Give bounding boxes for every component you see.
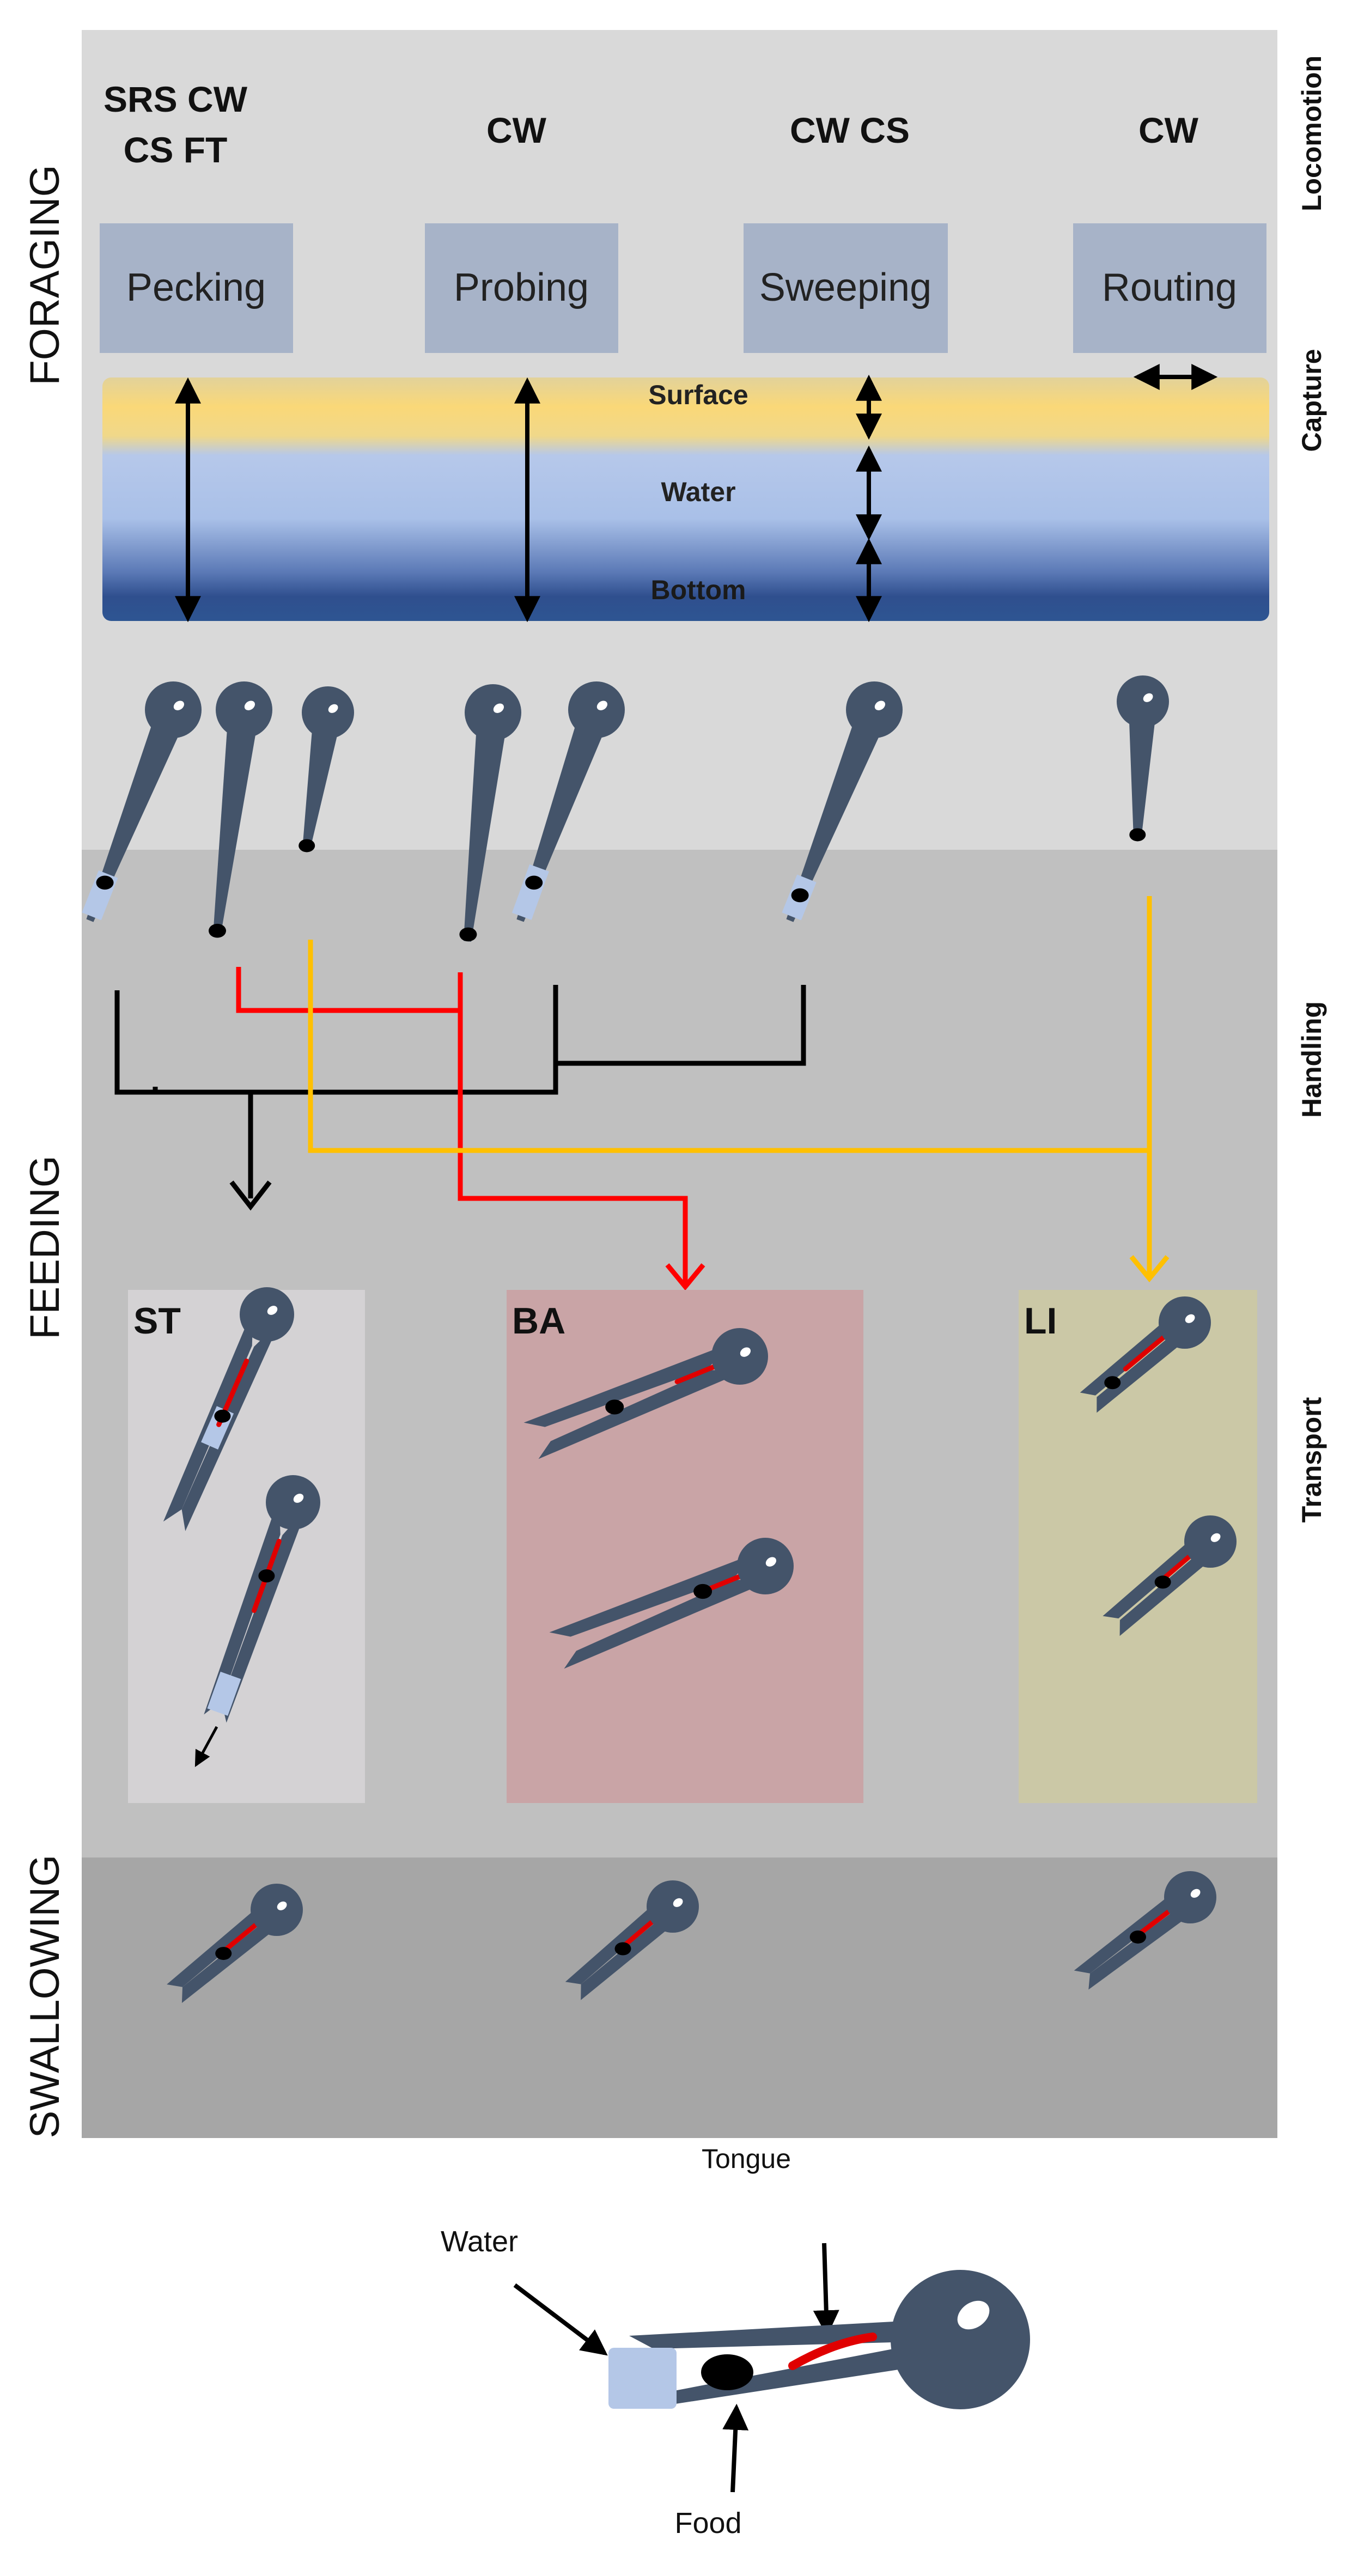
handling-arrowhead-red [665,1263,705,1291]
bird-head-ba-2 [549,1538,794,1669]
bird-head-ba-1 [523,1328,768,1459]
bird-head-swallow-2 [565,1880,699,2000]
st-water-drop-arrow [194,1726,218,1767]
bird-head-st-1 [163,1287,294,1531]
bird-head-probing-2 [511,681,625,922]
legend-water-label: Water [441,2225,518,2258]
water-layer-water: Water [661,477,735,507]
legend-food-arrow [722,2403,749,2493]
legend-bird-head [608,2270,1030,2409]
transport-label-li: LI [1024,1300,1057,1342]
tongue-label: Tongue [702,2143,791,2174]
mode-label-pecking: Pecking [126,266,266,309]
legend-water-arrow [513,2283,608,2356]
locomotion-code-pecking-line1: SRS CW [103,79,248,119]
mode-box-probing: Probing [425,223,618,353]
water-layer-surface: Surface [648,380,748,410]
phase-label-transport: Transport [1296,1397,1327,1523]
transport-label-st: ST [133,1300,181,1342]
handling-line-black [114,985,806,1198]
bird-head-probing-1 [459,684,521,942]
bird-head-pecking-3 [299,686,354,852]
stage-label-feeding: FEEDING [22,1155,68,1339]
bird-head-routing [1117,675,1169,842]
stage-label-foraging: FORAGING [22,165,68,385]
legend-food-pellet [701,2354,753,2390]
handling-line-red [236,967,688,1283]
bird-head-st-2 [204,1475,320,1723]
mode-label-sweeping: Sweeping [759,266,931,309]
bird-head-swallow-1 [167,1884,303,2003]
locomotion-code-routing: CW [1138,110,1199,150]
water-column [102,377,1269,621]
mode-label-probing: Probing [454,266,589,309]
mode-box-sweeping: Sweeping [744,223,948,353]
bird-head-li-2 [1103,1515,1237,1636]
locomotion-code-sweeping: CW CS [790,110,910,150]
locomotion-code-probing: CW [486,110,547,150]
handling-line-yellow [308,896,1152,1275]
legend-food-label: Food [674,2507,741,2540]
locomotion-code-pecking-line2: CS FT [124,130,228,170]
bird-head-pecking-2 [209,681,272,938]
bird-head-sweeping [782,681,903,922]
phase-label-handling: Handling [1296,1001,1327,1118]
bird-head-swallow-3 [1074,1871,1216,1990]
stage-label-swallowing: SWALLOWING [22,1855,68,2139]
legend-tongue-arrow [813,2243,839,2337]
mode-box-routing: Routing [1073,223,1266,353]
mode-label-routing: Routing [1102,266,1237,309]
bird-head-li-1 [1080,1296,1211,1413]
water-layer-bottom: Bottom [651,575,746,605]
handling-arrowhead-yellow [1129,1255,1170,1283]
bird-head-pecking-1 [82,681,202,922]
handling-arrowhead-black [229,1180,272,1211]
phase-label-capture: Capture [1296,349,1327,452]
legend-water-patch [608,2348,677,2409]
mode-box-pecking: Pecking [100,223,293,353]
phase-label-locomotion: Locomotion [1296,56,1327,211]
transport-label-ba: BA [512,1300,565,1342]
